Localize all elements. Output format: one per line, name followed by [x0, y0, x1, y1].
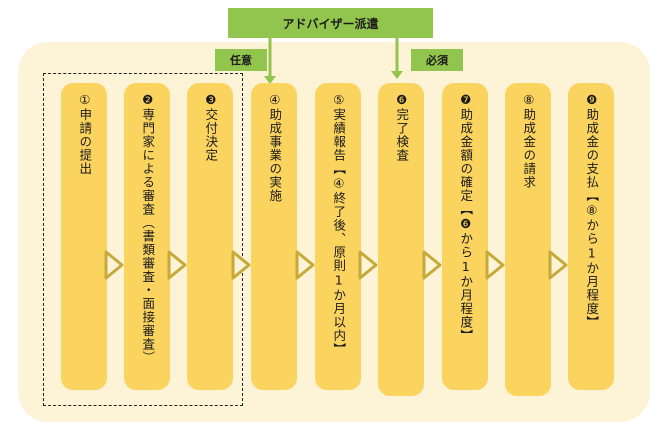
step-2-label: ❷専門家による審査（書類審査・面接審査） — [140, 92, 156, 365]
step-6-label: ❻完了検査 — [394, 92, 410, 162]
step-9-label: ❾助成金の支払【⑧から1か月程度】 — [584, 92, 600, 329]
step-5-performance-report: ⑤実績報告【④終了後、原則1か月以内】 — [315, 83, 361, 390]
optional-tag-label: 任意 — [230, 54, 252, 67]
required-tag-label: 必須 — [426, 54, 448, 67]
step-7-grant-amount-confirmation: ❼助成金額の確定【❻から1か月程度】 — [442, 83, 488, 390]
step-5-label: ⑤実績報告【④終了後、原則1か月以内】 — [331, 92, 347, 356]
chevron-right-icon — [167, 250, 187, 280]
chevron-right-icon — [548, 250, 568, 280]
step-8-label: ⑧助成金の請求 — [521, 92, 537, 189]
connector-arrowhead-right — [391, 71, 403, 79]
step-7-label: ❼助成金額の確定【❻から1か月程度】 — [458, 92, 474, 343]
step-9-grant-payment: ❾助成金の支払【⑧から1か月程度】 — [568, 83, 614, 390]
step-8-grant-request: ⑧助成金の請求 — [505, 83, 551, 396]
application-stage-group — [43, 73, 243, 406]
step-1-label: ①申請の提出 — [77, 92, 93, 176]
step-4-label: ④助成事業の実施 — [267, 92, 283, 203]
step-1-application: ①申請の提出 — [61, 83, 107, 390]
step-2-expert-review: ❷専門家による審査（書類審査・面接審査） — [124, 83, 170, 390]
step-4-implementation: ④助成事業の実施 — [251, 83, 297, 390]
step-3-grant-decision: ❸交付決定 — [187, 83, 233, 390]
advisor-dispatch-header: アドバイザー派遣 — [228, 8, 433, 38]
chevron-right-icon — [231, 250, 251, 280]
chevron-right-icon — [485, 250, 505, 280]
step-6-completion-inspection: ❻完了検査 — [378, 83, 424, 396]
chevron-right-icon — [104, 250, 124, 280]
required-tag: 必須 — [411, 49, 463, 71]
advisor-dispatch-label: アドバイザー派遣 — [282, 16, 379, 31]
step-3-label: ❸交付決定 — [203, 92, 219, 162]
chevron-right-icon — [422, 250, 442, 280]
connector-arrowhead-left — [264, 76, 276, 84]
chevron-right-icon — [295, 250, 315, 280]
optional-tag: 任意 — [215, 49, 267, 71]
chevron-right-icon — [358, 250, 378, 280]
